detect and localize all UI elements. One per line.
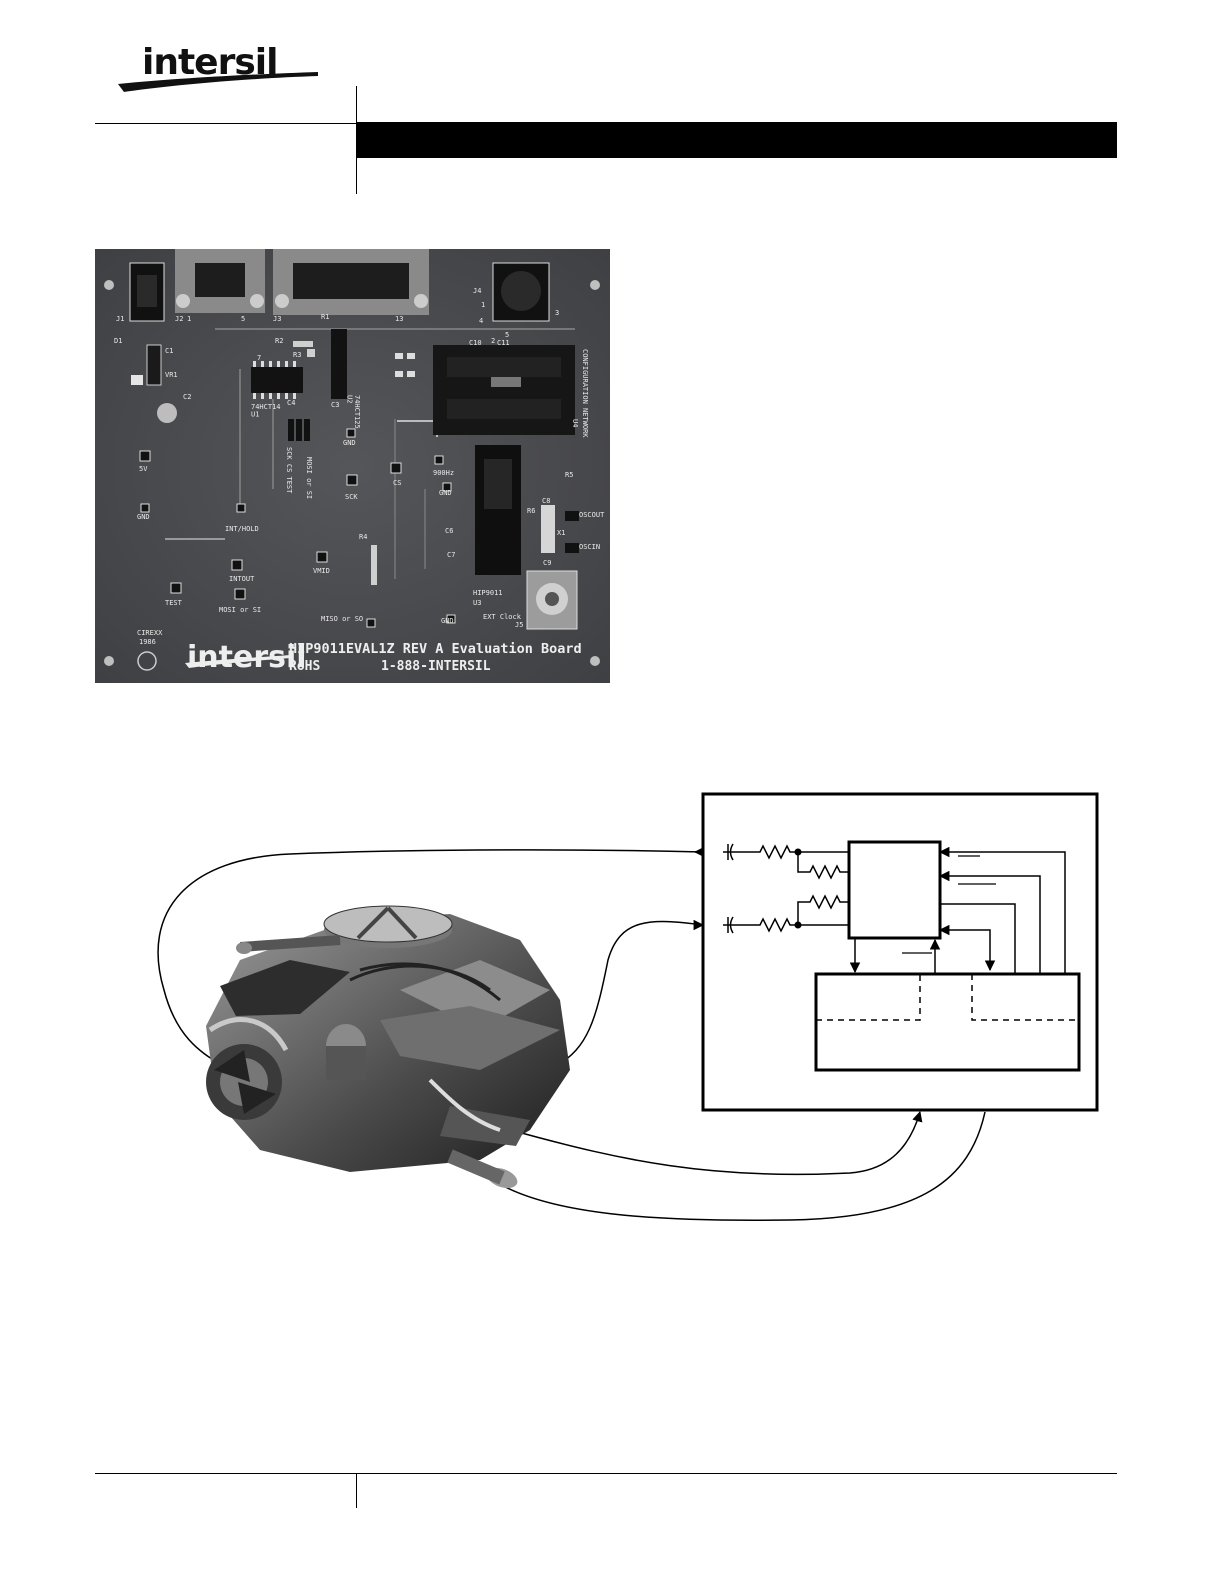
- label-pin1: 1: [187, 315, 191, 323]
- label-config: CONFIGURATION NETWORK: [581, 349, 589, 438]
- label-sck: SCK: [345, 493, 358, 501]
- controller-box: [814, 972, 1081, 1072]
- label-j1: J1: [116, 315, 124, 323]
- label-pin2: 2: [491, 337, 495, 345]
- footer-horizontal-rule: [95, 1473, 1117, 1474]
- label-j2: J2: [175, 315, 183, 323]
- label-oscin: OSCIN: [579, 543, 600, 551]
- label-cs: CS: [393, 479, 401, 487]
- module-box: [701, 792, 1099, 1112]
- label-c3: C3: [331, 401, 339, 409]
- label-r2: R2: [275, 337, 283, 345]
- label-gnd3: GND: [439, 489, 452, 497]
- label-pin13: 13: [395, 315, 403, 323]
- label-vmid: VMID: [313, 567, 330, 575]
- knock-sensor-diagram: [157, 792, 1099, 1222]
- label-pin3: 3: [555, 309, 559, 317]
- label-x1: X1: [557, 529, 565, 537]
- label-900hz: 900Hz: [433, 469, 454, 477]
- label-r5: R5: [565, 471, 573, 479]
- label-pin1b: 1: [481, 301, 485, 309]
- label-r3: R3: [293, 351, 301, 359]
- label-c4: C4: [287, 399, 295, 407]
- label-pin4: 4: [479, 317, 483, 325]
- label-intout: INTOUT: [229, 575, 255, 583]
- board-title-line1: HIP9011EVAL1Z REV A Evaluation Board: [289, 641, 582, 657]
- label-sck-cs-test: SCK CS TEST: [285, 447, 293, 494]
- footer-vertical-rule: [356, 1473, 357, 1508]
- label-mosi: MOSI or SI: [305, 457, 313, 499]
- label-r1: R1: [321, 313, 329, 321]
- intersil-logo: intersil: [118, 42, 318, 94]
- header-title-bar: [357, 122, 1117, 158]
- label-c9: C9: [543, 559, 551, 567]
- label-c10: C10: [469, 339, 482, 347]
- label-j4: J4: [473, 287, 481, 295]
- label-vr1: VR1: [165, 371, 178, 379]
- label-test: TEST: [165, 599, 183, 607]
- label-5v: 5V: [139, 465, 148, 473]
- label-d1: D1: [114, 337, 122, 345]
- label-u2: 74HCT125U2: [345, 395, 361, 429]
- label-oscout: OSCOUT: [579, 511, 605, 519]
- board-title-line2-right: 1-888-INTERSIL: [381, 659, 491, 674]
- label-u3: U3: [473, 599, 481, 607]
- label-year: 1986: [139, 638, 156, 646]
- chip-box: [847, 840, 942, 940]
- label-cirexx: CIREXX: [137, 629, 163, 637]
- label-c11: C11: [497, 339, 510, 347]
- label-c6: C6: [445, 527, 453, 535]
- label-miso: MISO or SO: [321, 615, 363, 623]
- label-j3: J3: [273, 315, 281, 323]
- label-c7: C7: [447, 551, 455, 559]
- label-c2: C2: [183, 393, 191, 401]
- label-gnd1: GND: [343, 439, 356, 447]
- board-title-line2-left: RoHS: [289, 659, 320, 674]
- header-horizontal-rule: [95, 123, 357, 124]
- label-pin5b: 5: [241, 315, 245, 323]
- label-u4: U4: [571, 419, 579, 427]
- label-gnd4: GND: [441, 617, 454, 625]
- label-c1: C1: [165, 347, 173, 355]
- label-j5: J5: [515, 621, 523, 629]
- label-r4: R4: [359, 533, 367, 541]
- label-hip9011: HIP9011: [473, 589, 503, 597]
- evaluation-board-photo: J1 J2 J3 J4 D1 C1 VR1 C2 C3 R2 R3 R1 74H…: [95, 249, 610, 683]
- label-c8: C8: [542, 497, 550, 505]
- label-ext-clock: EXT Clock: [483, 613, 522, 621]
- label-int-hold: INT/HOLD: [225, 525, 259, 533]
- label-pin5: 5: [505, 331, 509, 339]
- label-r6: R6: [527, 507, 535, 515]
- label-pin7: 7: [257, 354, 261, 362]
- label-gnd2: GND: [137, 513, 150, 521]
- logo-swoosh-icon: [118, 72, 318, 92]
- engine-illustration: [206, 905, 570, 1189]
- header-vertical-rule: [356, 86, 357, 194]
- label-mosi2: MOSI or SI: [219, 606, 261, 614]
